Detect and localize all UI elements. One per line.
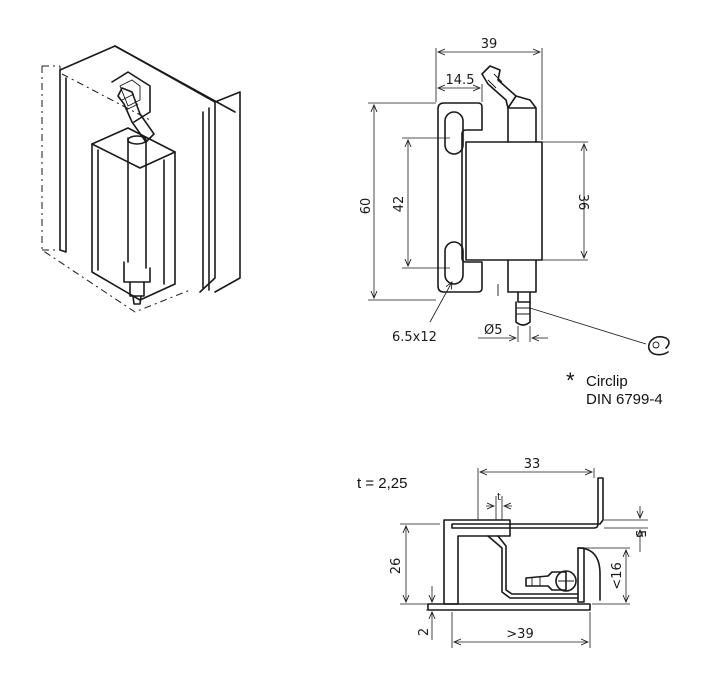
dim-t: t	[497, 492, 501, 503]
dim-pin-diameter: Ø5	[484, 323, 503, 338]
dim-5: 5	[632, 530, 647, 538]
circlip-icon	[647, 335, 670, 356]
side-dimensions: 33 5 26 <16 2 >39	[389, 457, 648, 648]
asterisk: *	[566, 368, 575, 393]
thickness-label: t = 2,25	[357, 475, 407, 492]
circlip-standard: DIN 6799-4	[586, 391, 663, 408]
front-view	[437, 65, 543, 326]
dim-39-min: >39	[506, 627, 533, 642]
dim-26: 26	[389, 558, 404, 575]
dim-33: 33	[524, 457, 541, 472]
front-dimensions: 39 14.5 60 42 36 6.5x12 Ø5	[359, 37, 647, 345]
dim-42: 42	[392, 196, 407, 213]
dim-60: 60	[359, 198, 374, 215]
isometric-view	[41, 45, 241, 313]
dim-36: 36	[575, 194, 590, 211]
side-view: t	[427, 477, 604, 611]
dim-16: <16	[610, 562, 625, 589]
circlip-label: Circlip	[586, 373, 628, 390]
dim-14-5: 14.5	[446, 73, 475, 88]
dim-2: 2	[417, 628, 432, 636]
circlip-note: * Circlip DIN 6799-4	[566, 368, 663, 408]
dim-39: 39	[481, 37, 498, 52]
dim-slot: 6.5x12	[392, 330, 437, 345]
